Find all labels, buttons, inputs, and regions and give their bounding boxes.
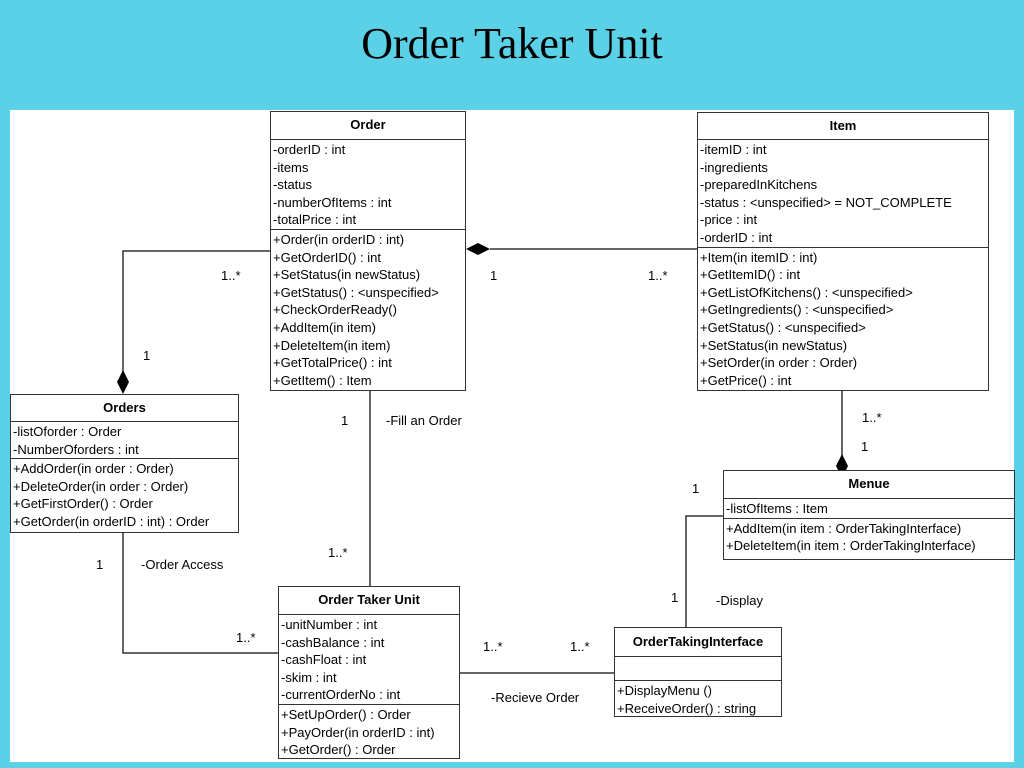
class-menue: Menue -listOfItems : Item +AddItem(in it… bbox=[723, 470, 1015, 560]
method: +GetStatus() : <unspecified> bbox=[700, 319, 866, 335]
multiplicity-label: 1..* bbox=[570, 639, 590, 654]
attribute: -currentOrderNo : int bbox=[281, 687, 401, 703]
method: +GetItemID() : int bbox=[700, 267, 801, 283]
class-order: Order -orderID : int -items -status -num… bbox=[270, 111, 466, 391]
attribute: -NumberOforders : int bbox=[13, 441, 139, 457]
multiplicity-label: 1 bbox=[96, 557, 104, 572]
multiplicity-label: 1..* bbox=[483, 639, 503, 654]
method: +PayOrder(in orderID : int) bbox=[281, 724, 435, 740]
method: +GetPrice() : int bbox=[700, 372, 792, 388]
class-item-attributes: -itemID : int -ingredients -preparedInKi… bbox=[698, 140, 988, 248]
attribute: -items bbox=[273, 159, 309, 175]
attribute: -totalPrice : int bbox=[273, 212, 357, 228]
class-order-taker-unit-header: Order Taker Unit bbox=[279, 587, 459, 615]
method: +GetIngredients() : <unspecified> bbox=[700, 302, 894, 318]
method: +SetStatus(in newStatus) bbox=[273, 267, 421, 283]
class-order-taking-interface: OrderTakingInterface +DisplayMenu () +Re… bbox=[614, 627, 782, 717]
method: +DeleteOrder(in order : Order) bbox=[13, 478, 189, 494]
role-label: -Fill an Order bbox=[386, 413, 462, 428]
method: +AddOrder(in order : Order) bbox=[13, 461, 174, 477]
multiplicity-label: 1 bbox=[861, 439, 869, 454]
attribute: -orderID : int bbox=[700, 229, 773, 245]
class-orders: Orders -listOforder : Order -NumberOford… bbox=[10, 394, 239, 533]
class-orders-attributes: -listOforder : Order -NumberOforders : i… bbox=[11, 422, 238, 460]
class-item: Item -itemID : int -ingredients -prepare… bbox=[697, 112, 989, 391]
class-menue-methods: +AddItem(in item : OrderTakingInterface)… bbox=[724, 519, 1014, 555]
attribute: -orderID : int bbox=[273, 142, 346, 157]
attribute: -ingredients bbox=[700, 159, 768, 175]
class-order-taker-unit-methods: +SetUpOrder() : Order +PayOrder(in order… bbox=[279, 705, 459, 759]
method: +ReceiveOrder() : string bbox=[617, 700, 757, 716]
attribute: -listOfItems : Item bbox=[726, 501, 828, 516]
attribute: -price : int bbox=[700, 212, 758, 228]
role-label: -Order Access bbox=[141, 557, 224, 572]
multiplicity-label: 1..* bbox=[236, 630, 256, 645]
method: +AddItem(in item) bbox=[273, 319, 376, 335]
class-order-methods: +Order(in orderID : int) +GetOrderID() :… bbox=[271, 230, 465, 389]
class-menue-attributes: -listOfItems : Item bbox=[724, 499, 1014, 519]
attribute: -cashBalance : int bbox=[281, 634, 385, 650]
attribute: -preparedInKitchens bbox=[700, 177, 818, 193]
attribute: -status : <unspecified> = NOT_COMPLETE bbox=[700, 194, 952, 210]
method: +Order(in orderID : int) bbox=[273, 231, 405, 247]
attribute: -status bbox=[273, 177, 313, 193]
role-label: -Recieve Order bbox=[491, 690, 580, 705]
order-orders-association bbox=[122, 250, 272, 374]
class-order-taking-interface-attributes bbox=[615, 657, 781, 681]
method: +DeleteItem(in item) bbox=[273, 337, 391, 353]
class-menue-header: Menue bbox=[724, 471, 1014, 499]
method: +SetUpOrder() : Order bbox=[281, 706, 411, 722]
multiplicity-label: 1..* bbox=[648, 268, 668, 283]
class-order-taking-interface-methods: +DisplayMenu () +ReceiveOrder() : string bbox=[615, 681, 781, 717]
method: +DisplayMenu () bbox=[617, 683, 713, 698]
class-order-attributes: -orderID : int -items -status -numberOfI… bbox=[271, 140, 465, 230]
multiplicity-label: 1..* bbox=[328, 545, 348, 560]
attribute: -unitNumber : int bbox=[281, 617, 378, 632]
slide-title: Order Taker Unit bbox=[361, 19, 663, 68]
class-order-header: Order bbox=[271, 112, 465, 140]
class-order-taker-unit: Order Taker Unit -unitNumber : int -cash… bbox=[278, 586, 460, 759]
class-orders-header: Orders bbox=[11, 395, 238, 422]
attribute: -skim : int bbox=[281, 669, 337, 685]
multiplicity-label: 1 bbox=[671, 590, 679, 605]
multiplicity-label: 1..* bbox=[862, 410, 882, 425]
class-order-taking-interface-header: OrderTakingInterface bbox=[615, 628, 781, 657]
method: +GetFirstOrder() : Order bbox=[13, 496, 153, 512]
multiplicity-label: 1 bbox=[143, 348, 151, 363]
multiplicity-label: 1 bbox=[692, 481, 700, 496]
attribute: -listOforder : Order bbox=[13, 424, 122, 439]
method: +AddItem(in item : OrderTakingInterface) bbox=[726, 520, 962, 536]
method: +GetStatus() : <unspecified> bbox=[273, 284, 439, 300]
attribute: -cashFloat : int bbox=[281, 652, 367, 668]
attribute: -numberOfItems : int bbox=[273, 194, 392, 210]
attribute: -itemID : int bbox=[700, 142, 767, 157]
multiplicity-label: 1..* bbox=[221, 268, 241, 283]
method: +GetOrderID() : int bbox=[273, 249, 381, 265]
method: +DeleteItem(in item : OrderTakingInterfa… bbox=[726, 538, 976, 554]
class-item-header: Item bbox=[698, 113, 988, 140]
uml-class-diagram: Order -orderID : int -items -status -num… bbox=[10, 110, 1015, 762]
class-order-taker-unit-attributes: -unitNumber : int -cashBalance : int -ca… bbox=[279, 615, 459, 705]
multiplicity-label: 1 bbox=[341, 413, 349, 428]
orders-aggregation-diamond bbox=[117, 370, 129, 394]
role-label: -Display bbox=[716, 593, 763, 608]
method: +GetListOfKitchens() : <unspecified> bbox=[700, 284, 913, 300]
orders-otu-association bbox=[122, 533, 278, 654]
class-item-methods: +Item(in itemID : int) +GetItemID() : in… bbox=[698, 248, 988, 390]
method: +GetOrder() : Order bbox=[281, 742, 396, 758]
method: +SetStatus(in newStatus) bbox=[700, 337, 848, 353]
order-aggregation-diamond bbox=[466, 243, 490, 255]
method: +GetItem() : Item bbox=[273, 372, 372, 388]
method: +SetOrder(in order : Order) bbox=[700, 355, 858, 371]
method: +GetOrder(in orderID : int) : Order bbox=[13, 513, 210, 529]
menue-oti-association bbox=[685, 515, 723, 627]
multiplicity-label: 1 bbox=[490, 268, 498, 283]
method: +Item(in itemID : int) bbox=[700, 249, 818, 265]
method: +GetTotalPrice() : int bbox=[273, 355, 392, 371]
method: +CheckOrderReady() bbox=[273, 302, 397, 318]
association-lines bbox=[117, 243, 848, 674]
class-orders-methods: +AddOrder(in order : Order) +DeleteOrder… bbox=[11, 459, 238, 530]
